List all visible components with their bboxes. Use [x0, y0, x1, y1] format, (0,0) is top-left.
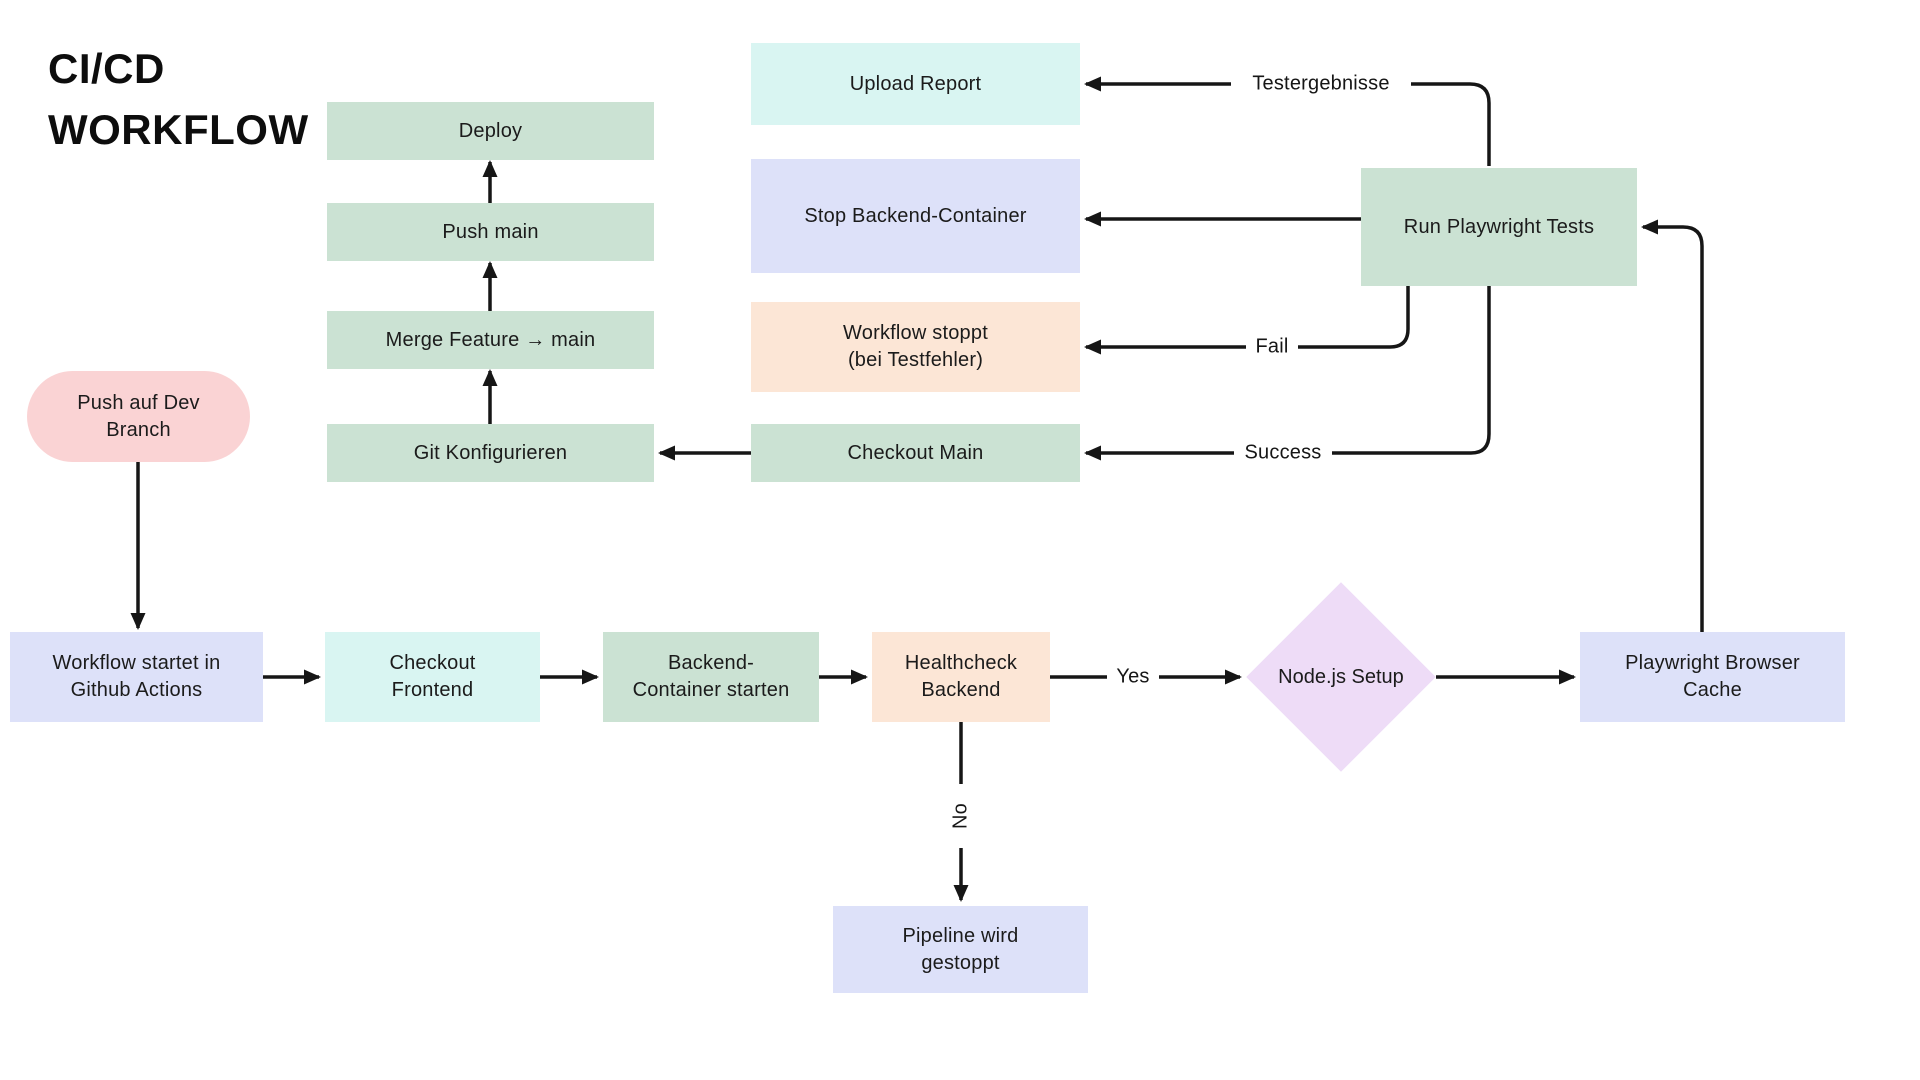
edge-label-yes: Yes [1116, 665, 1150, 688]
edge-label-success: Success [1244, 441, 1322, 464]
node-deploy: Deploy [327, 102, 654, 160]
line-runtests-to-success [1332, 286, 1491, 455]
line-runtests-to-testergebnisse [1411, 82, 1491, 166]
node-nodejs-setup-label: Node.js Setup [1278, 665, 1404, 688]
edge-label-no: No [949, 803, 972, 829]
node-healthcheck-backend: Healthcheck Backend [872, 632, 1050, 722]
node-push-auf-dev-branch: Push auf Dev Branch [27, 371, 250, 462]
node-playwright-browser-cache: Playwright Browser Cache [1580, 632, 1845, 722]
node-upload-report: Upload Report [751, 43, 1080, 125]
node-workflow-stoppt: Workflow stoppt (bei Testfehler) [751, 302, 1080, 392]
node-pipeline-wird-gestoppt: Pipeline wird gestoppt [833, 906, 1088, 993]
node-workflow-startet: Workflow startet in Github Actions [10, 632, 263, 722]
page-title: CI/CD WORKFLOW [48, 45, 309, 153]
arrow-cache-to-runtests [1641, 219, 1704, 632]
line-runtests-to-fail [1298, 286, 1410, 349]
node-checkout-frontend: Checkout Frontend [325, 632, 540, 722]
edge-label-testergebnisse: Testergebnisse [1252, 72, 1390, 95]
node-stop-backend-container: Stop Backend-Container [751, 159, 1080, 273]
node-backend-container-starten: Backend- Container starten [603, 632, 819, 722]
node-run-playwright-tests: Run Playwright Tests [1361, 168, 1637, 286]
node-push-main: Push main [327, 203, 654, 261]
node-checkout-main: Checkout Main [751, 424, 1080, 482]
node-merge-feature-main: Merge Feature → main [327, 311, 654, 369]
node-git-konfigurieren: Git Konfigurieren [327, 424, 654, 482]
edge-label-fail: Fail [1255, 335, 1289, 358]
